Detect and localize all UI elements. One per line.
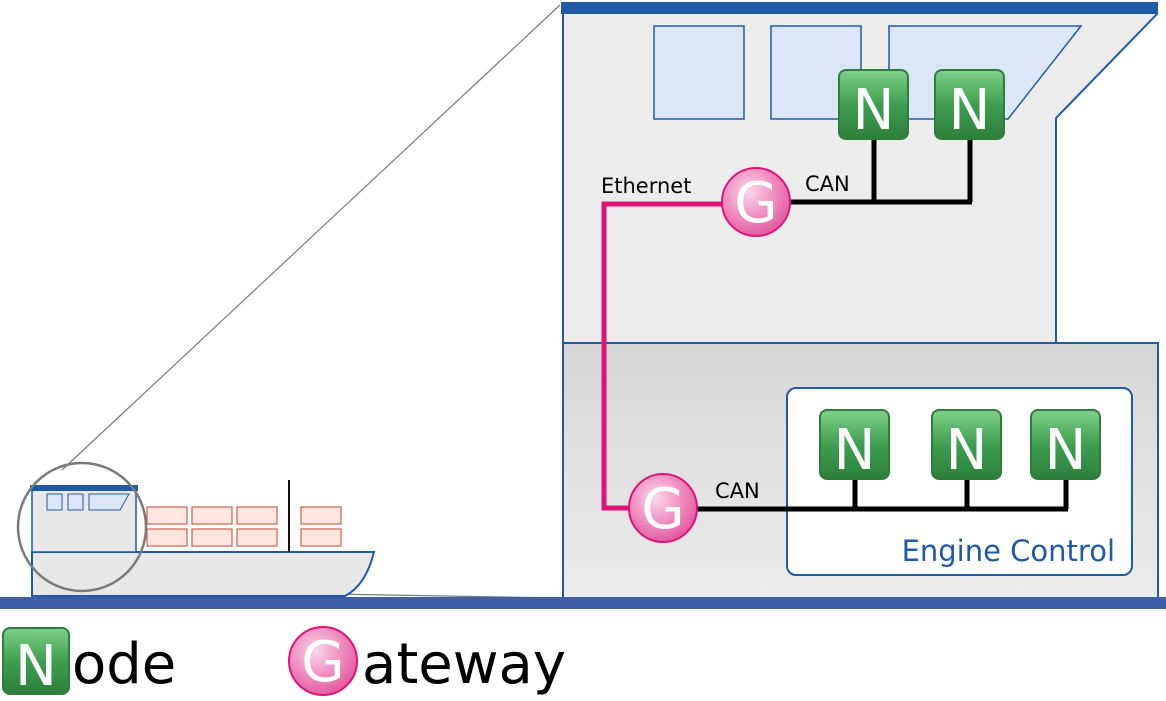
engine-control-label: Engine Control bbox=[902, 534, 1115, 568]
node-bridge-2: N bbox=[934, 69, 1005, 143]
small-ship bbox=[30, 480, 376, 597]
zoom-circle bbox=[16, 461, 148, 593]
svg-text:N: N bbox=[1045, 418, 1087, 483]
ethernet-cable bbox=[601, 201, 723, 511]
cargo-containers bbox=[146, 506, 342, 547]
can-label-upper: CAN bbox=[805, 172, 850, 196]
gateway-engine: G bbox=[628, 473, 698, 543]
ship-bridge-roof bbox=[30, 485, 138, 491]
ship-hull bbox=[31, 551, 376, 597]
node-bridge-1: N bbox=[838, 69, 909, 143]
zoom-line-top bbox=[61, 4, 561, 471]
svg-text:G: G bbox=[734, 171, 777, 236]
svg-text:N: N bbox=[946, 418, 988, 483]
can-bus-lower bbox=[695, 478, 1069, 512]
svg-text:G: G bbox=[301, 630, 344, 695]
bridge-window bbox=[67, 493, 84, 511]
window-1 bbox=[653, 25, 745, 120]
bridge-window bbox=[46, 493, 63, 511]
svg-text:G: G bbox=[641, 477, 684, 542]
node-engine-1: N bbox=[819, 409, 890, 483]
legend-gateway-icon: G bbox=[288, 626, 358, 696]
bridge-roof-bar bbox=[561, 2, 1158, 14]
legend: N ode G ateway bbox=[2, 626, 566, 699]
legend-node-text: ode bbox=[72, 632, 176, 697]
svg-text:N: N bbox=[853, 78, 895, 143]
legend-gateway-text: ateway bbox=[362, 632, 566, 697]
water-line bbox=[0, 597, 1166, 609]
gateway-bridge: G bbox=[721, 167, 791, 237]
svg-text:N: N bbox=[834, 418, 876, 483]
svg-text:N: N bbox=[15, 634, 57, 697]
bridge-window bbox=[88, 493, 130, 511]
svg-text:N: N bbox=[949, 78, 991, 143]
node-engine-2: N bbox=[931, 409, 1002, 483]
node-engine-3: N bbox=[1030, 409, 1101, 483]
can-label-lower: CAN bbox=[715, 479, 760, 503]
can-bus-upper bbox=[788, 138, 973, 205]
ethernet-label: Ethernet bbox=[601, 174, 691, 198]
legend-node-icon: N bbox=[2, 627, 70, 699]
